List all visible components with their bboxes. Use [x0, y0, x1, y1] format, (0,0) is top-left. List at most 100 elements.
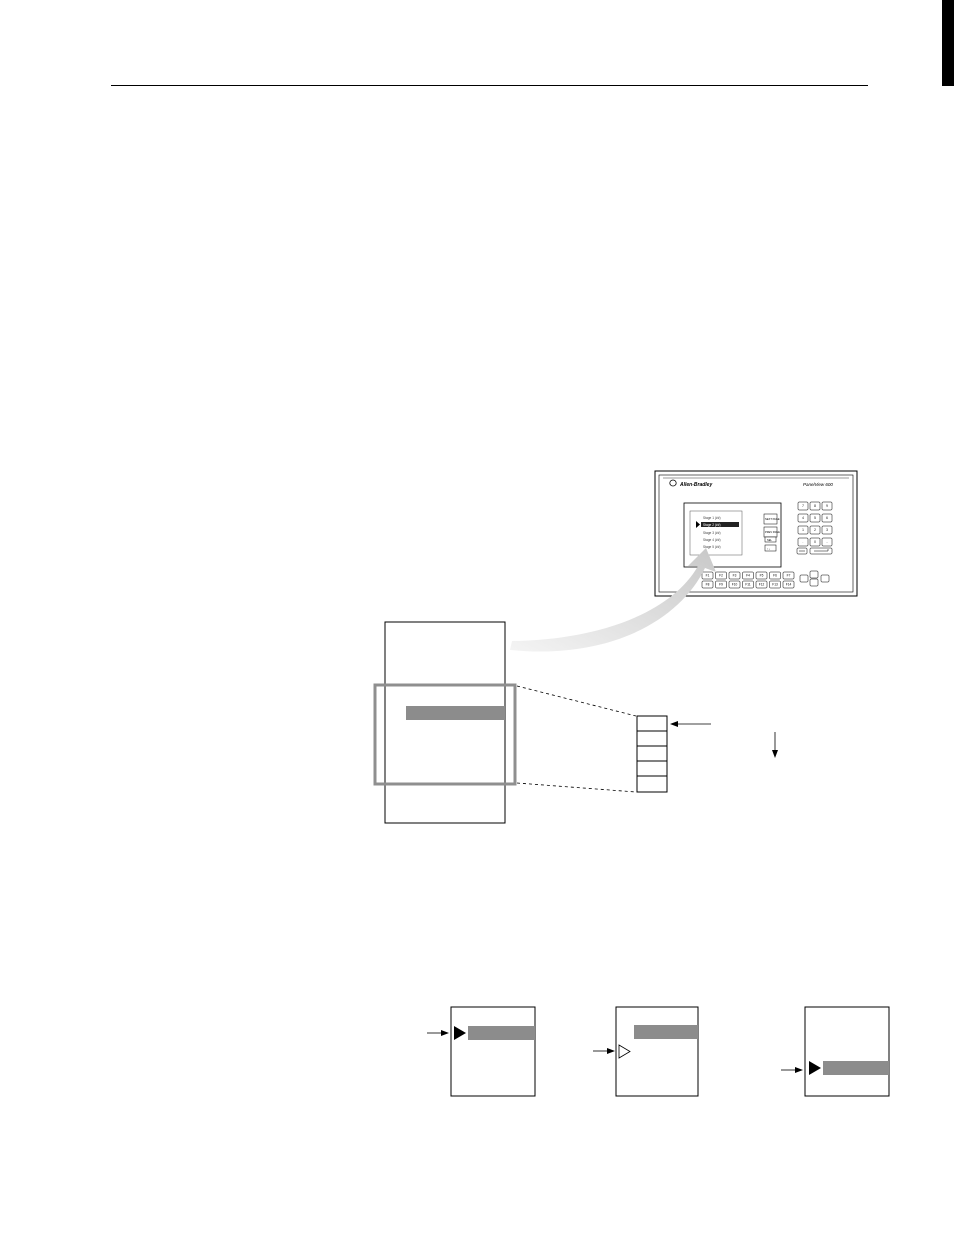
- keypad-key-label: .: [803, 540, 804, 544]
- keypad-key[interactable]: [797, 525, 809, 535]
- keypad-key[interactable]: [809, 537, 821, 547]
- function-key-label: F7: [787, 574, 791, 578]
- keypad-key-label: 3: [826, 528, 828, 532]
- keypad-key-label: 9: [826, 504, 828, 508]
- keypad-key[interactable]: [821, 513, 833, 523]
- display-prev-page-label: PREV PAGE: [765, 530, 780, 534]
- brand-logo-icon: [669, 479, 677, 487]
- keypad-key[interactable]: [797, 537, 809, 547]
- function-key[interactable]: [755, 571, 768, 580]
- right-arrow-icon: [795, 1067, 803, 1073]
- cursor-example-2: [593, 1006, 699, 1097]
- function-key[interactable]: [782, 571, 795, 580]
- filled-cursor-icon: [454, 1026, 466, 1040]
- function-key-label: F10: [732, 583, 738, 587]
- keypad-key-label: 0: [814, 540, 816, 544]
- display-updown-label: ↑↓: [767, 547, 771, 551]
- function-key[interactable]: [769, 580, 781, 589]
- transfer-arrow-icon: [510, 548, 716, 652]
- function-key-label: F5: [760, 574, 764, 578]
- display-list-box: [689, 510, 743, 556]
- display-next-page-button[interactable]: [763, 513, 778, 525]
- header-rule: [111, 85, 868, 86]
- list-object-outline: [384, 621, 506, 824]
- cursor-right-key[interactable]: [820, 574, 830, 583]
- keypad-key-label: 2: [814, 528, 816, 532]
- keypad-key[interactable]: [797, 513, 809, 523]
- function-key-label: F12: [759, 583, 765, 587]
- display-updown-button[interactable]: [764, 544, 777, 552]
- page-edge-tab: [942, 0, 954, 86]
- terminal-illustration: Allen-Bradley PanelView 600 Stage 1 (##)…: [654, 470, 858, 597]
- keypad-key[interactable]: [809, 513, 821, 523]
- state-cell: [636, 715, 668, 732]
- display-select-button[interactable]: [764, 536, 777, 543]
- function-key-label: F13: [772, 583, 778, 587]
- example-list-outline: [450, 1006, 536, 1097]
- keypad-key-label: 5: [814, 516, 816, 520]
- function-key[interactable]: [701, 571, 714, 580]
- projection-line-bottom: [516, 782, 637, 793]
- display-list-highlight: [701, 522, 739, 527]
- display-list: Stage 1 (##) Stage 2 (##) Stage 3 (##) S…: [701, 516, 739, 549]
- example-highlight-bar: [634, 1025, 698, 1039]
- function-key[interactable]: [769, 571, 781, 580]
- function-key[interactable]: [728, 580, 741, 589]
- cursor-down-key[interactable]: [809, 578, 819, 587]
- display-select-label: SEL: [767, 538, 772, 542]
- function-key-label: F6: [773, 574, 777, 578]
- display-list-item: Stage 4 (##): [703, 538, 721, 542]
- display-list-item: Stage 2 (##): [703, 523, 721, 527]
- keypad-key[interactable]: [809, 501, 821, 511]
- enter-icon: [814, 549, 829, 552]
- function-key-label: F9: [719, 583, 723, 587]
- function-key[interactable]: [715, 580, 727, 589]
- example-highlight-bar: [468, 1026, 535, 1040]
- keypad-key-label: -: [826, 540, 827, 544]
- keypad-key[interactable]: [821, 525, 833, 535]
- state-cell: [636, 730, 668, 747]
- keypad-key-label: 4: [802, 516, 804, 520]
- function-key-label: F11: [745, 583, 750, 587]
- keypad-key[interactable]: [797, 501, 809, 511]
- function-key[interactable]: [782, 580, 795, 589]
- right-arrow-icon: [441, 1030, 449, 1036]
- visible-window-frame: [373, 683, 517, 786]
- keypad-key[interactable]: [809, 525, 821, 535]
- list-highlight-bar: [406, 706, 505, 720]
- function-key-label: F14: [786, 583, 792, 587]
- keypad-key[interactable]: [821, 501, 833, 511]
- display-list-item: Stage 3 (##): [703, 531, 721, 535]
- function-key[interactable]: [701, 580, 714, 589]
- function-key-label: F1: [706, 574, 710, 578]
- display-next-page-label: NEXT PAGE: [765, 517, 780, 521]
- function-key[interactable]: [715, 571, 727, 580]
- function-key-label: F2: [719, 574, 723, 578]
- function-key[interactable]: [728, 571, 741, 580]
- cursor-example-1: [427, 1006, 536, 1097]
- keypad-key-label: 1: [802, 528, 804, 532]
- keypad-key-label: 8: [814, 504, 816, 508]
- display-list-item: Stage 5 (##): [703, 545, 721, 549]
- state-cell: [636, 775, 668, 793]
- function-key[interactable]: [755, 580, 768, 589]
- keypad-key-label: 6: [826, 516, 828, 520]
- model-label: PanelView 600: [803, 482, 833, 487]
- right-arrow-icon: [607, 1048, 615, 1054]
- display-list-item: Stage 1 (##): [703, 516, 721, 520]
- example-highlight-bar: [823, 1061, 889, 1075]
- cursor-up-key[interactable]: [809, 570, 819, 579]
- function-key-label: F8: [706, 583, 710, 587]
- example-list-outline: [804, 1006, 890, 1097]
- cursor-left-key[interactable]: [799, 574, 809, 583]
- display-cursor-icon: [696, 521, 700, 528]
- cursor-example-3: [781, 1006, 890, 1097]
- down-arrow-icon: [772, 750, 778, 758]
- function-key[interactable]: [742, 580, 754, 589]
- keypad-key[interactable]: [821, 537, 833, 547]
- left-arrow-icon: [670, 721, 678, 727]
- function-key[interactable]: [742, 571, 754, 580]
